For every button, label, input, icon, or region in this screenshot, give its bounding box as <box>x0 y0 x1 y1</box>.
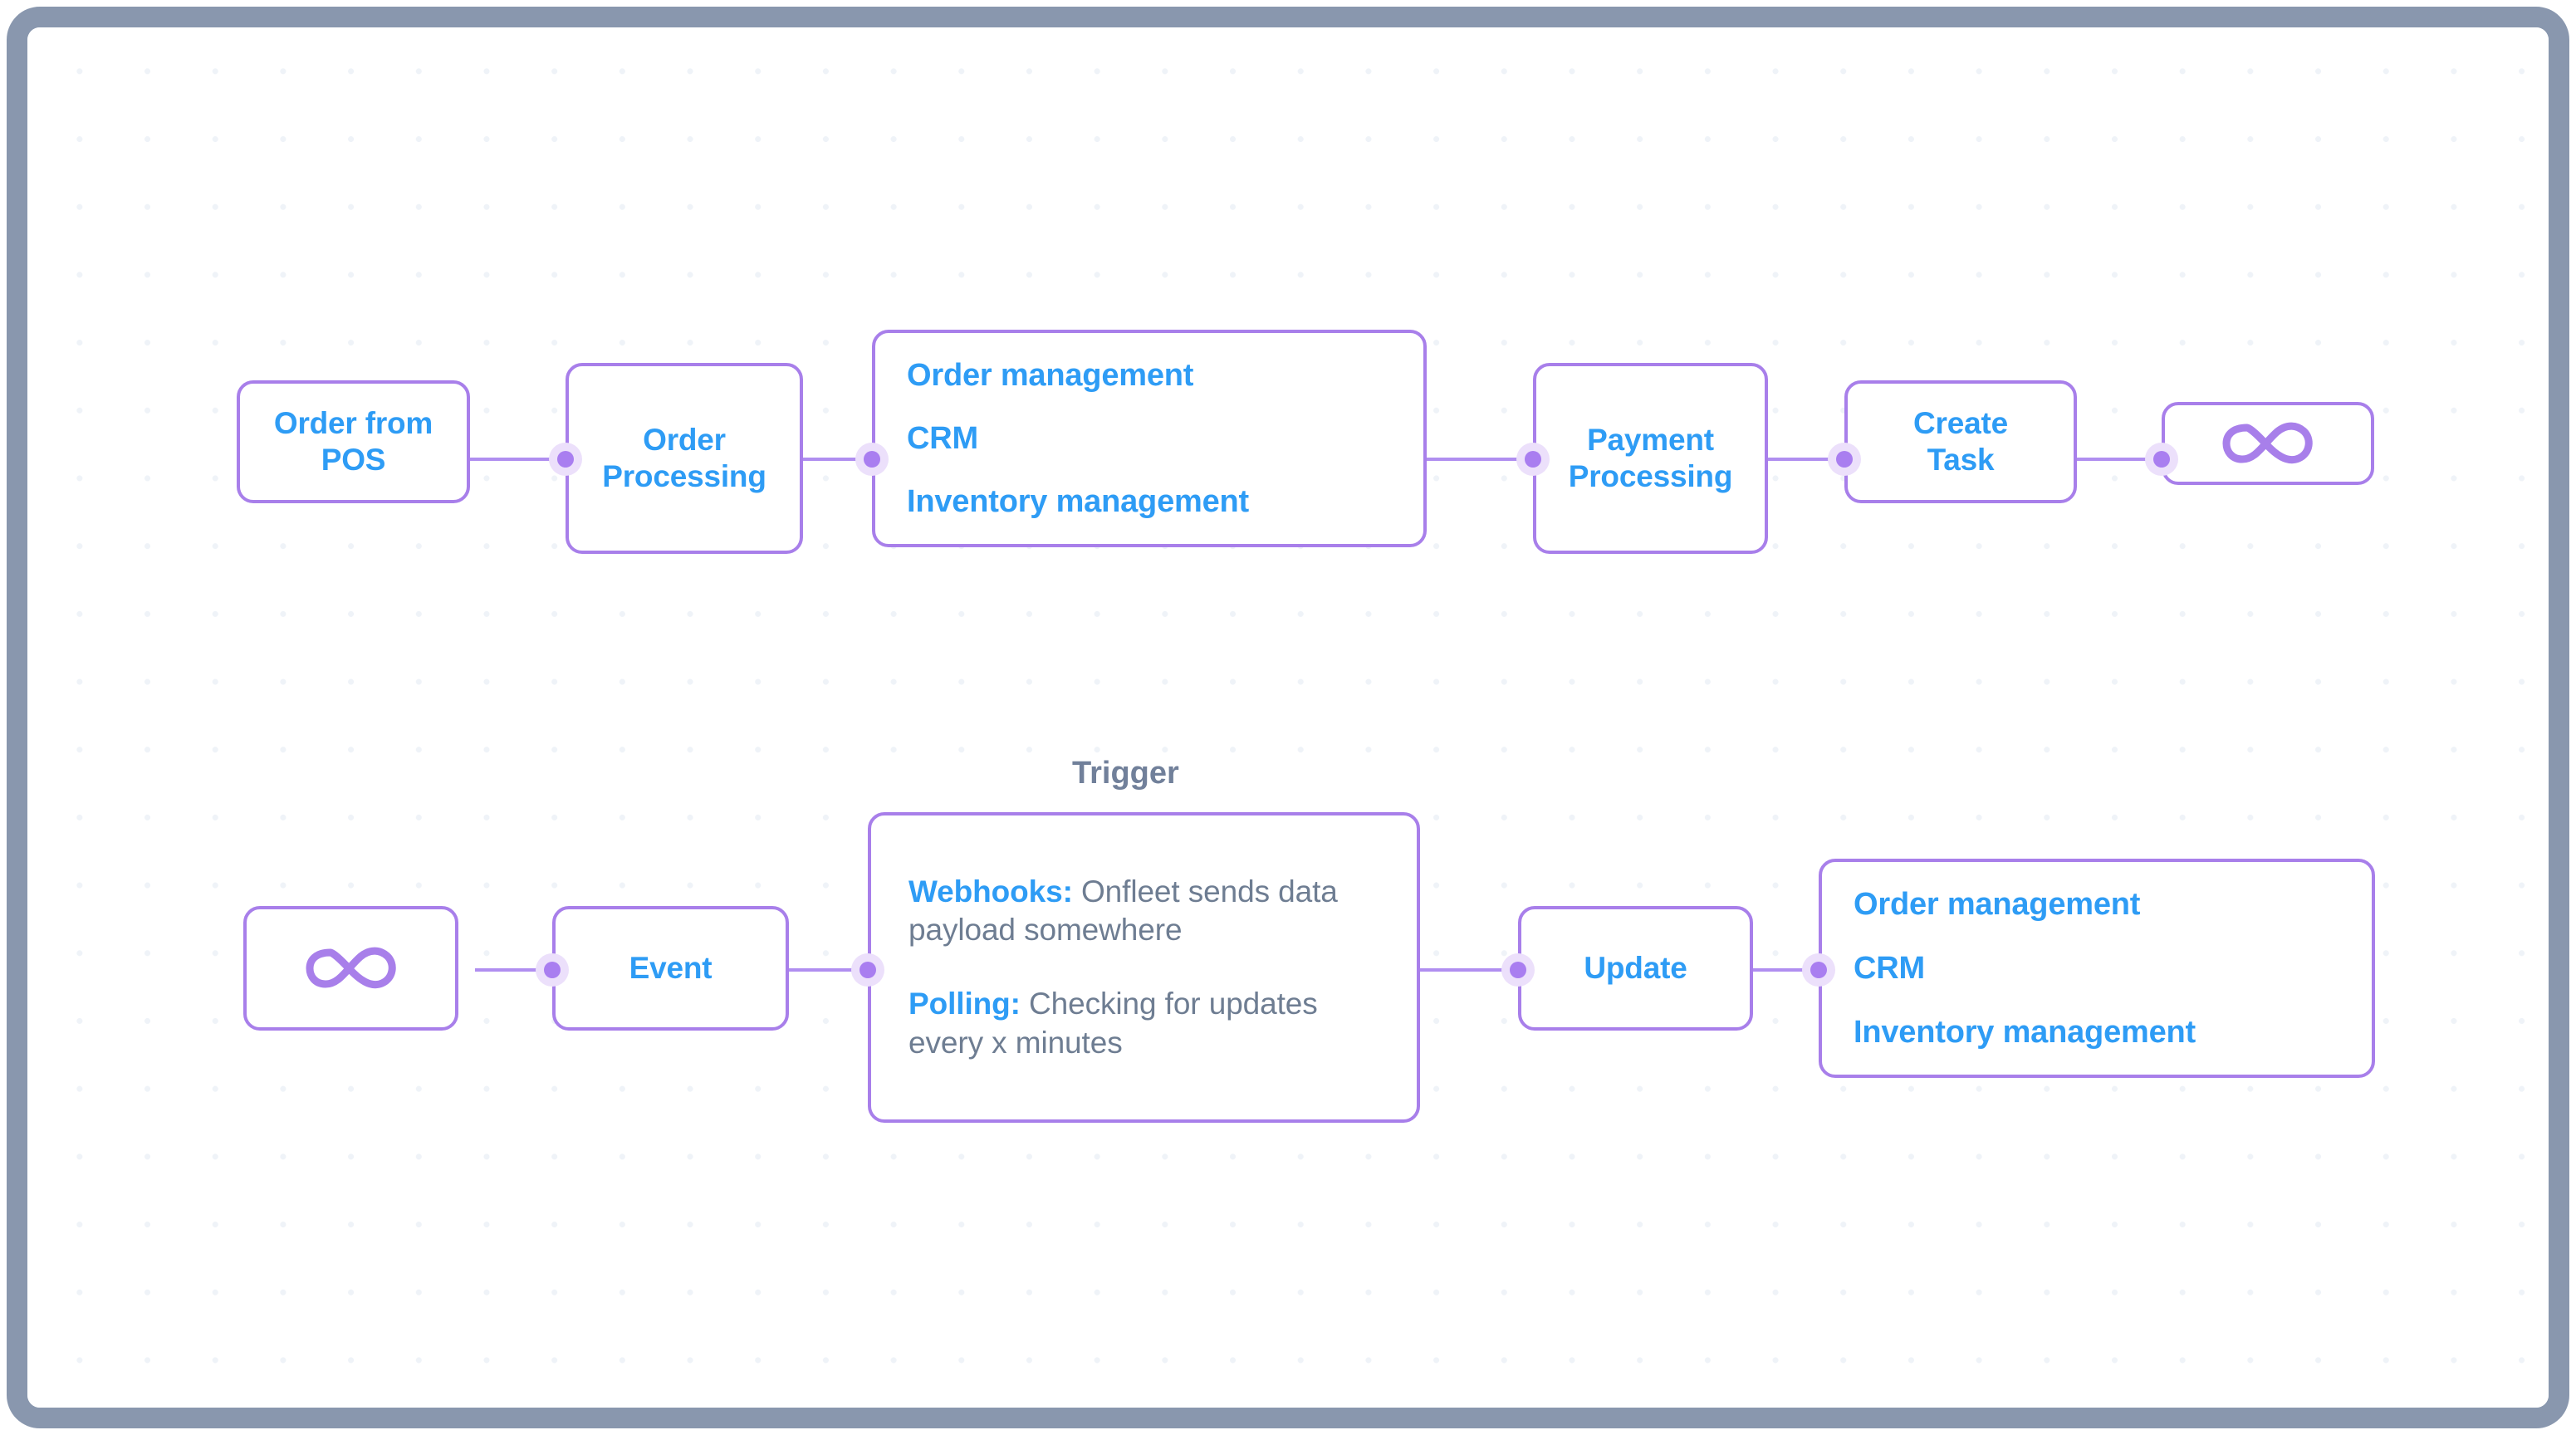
diagram-canvas: Order from POS Order Processing Order ma… <box>27 27 2549 1408</box>
node-event-label: Event <box>629 951 713 986</box>
connector-dot-onfleet-top[interactable] <box>2145 443 2178 476</box>
node-event[interactable]: Event <box>552 906 789 1031</box>
connector-event-to-trigger <box>785 968 886 972</box>
node-order-from-pos-label: Order from POS <box>273 406 433 477</box>
connector-payment-to-create-task <box>1738 458 1838 461</box>
connector-create-task-to-onfleet <box>2058 458 2157 461</box>
node-update[interactable]: Update <box>1518 906 1753 1031</box>
infinity-icon <box>302 943 400 994</box>
connector-dot-payment-processing[interactable] <box>1516 443 1550 476</box>
node-payment-processing[interactable]: Payment Processing <box>1533 363 1768 554</box>
node-systems-top[interactable]: Order management CRM Inventory managemen… <box>872 330 1427 547</box>
connector-dot-systems-bottom[interactable] <box>1802 953 1835 987</box>
node-systems-bottom-item-1: CRM <box>1854 951 1925 986</box>
connector-pos-to-order-processing <box>466 458 566 461</box>
node-order-processing-label: Order Processing <box>602 423 766 493</box>
node-order-from-pos[interactable]: Order from POS <box>237 380 470 503</box>
trigger-caption: Trigger <box>1072 756 1179 791</box>
outer-frame: Order from POS Order Processing Order ma… <box>7 7 2569 1428</box>
connector-trigger-to-update <box>1414 968 1524 972</box>
trigger-detail-polling: Polling: Checking for updates every x mi… <box>908 985 1375 1062</box>
trigger-detail-webhooks-label: Webhooks: <box>908 874 1073 909</box>
node-systems-bottom-item-2: Inventory management <box>1854 1015 2196 1050</box>
trigger-detail-polling-text: Checking for updates every x minutes <box>908 987 1318 1060</box>
infinity-icon <box>2219 418 2317 469</box>
node-systems-top-item-1: CRM <box>907 421 978 456</box>
connector-update-to-systems <box>1727 968 1835 972</box>
node-create-task[interactable]: Create Task <box>1844 380 2077 503</box>
connector-dot-create-task[interactable] <box>1828 443 1861 476</box>
trigger-detail-webhooks-text: Onfleet sends data payload somewhere <box>908 874 1338 948</box>
connector-onfleet-to-event <box>475 968 575 972</box>
node-systems-bottom[interactable]: Order management CRM Inventory managemen… <box>1819 859 2375 1078</box>
connector-dot-update[interactable] <box>1501 953 1535 987</box>
node-update-label: Update <box>1584 951 1687 986</box>
node-onfleet-logo-bottom[interactable] <box>243 906 458 1031</box>
connector-systems-to-payment <box>1423 458 1535 461</box>
node-systems-top-item-0: Order management <box>907 358 1194 393</box>
connector-dot-event[interactable] <box>536 953 569 987</box>
node-payment-processing-label: Payment Processing <box>1568 423 1733 493</box>
node-onfleet-logo-top[interactable] <box>2162 402 2374 485</box>
node-create-task-label: Create Task <box>1913 406 2008 477</box>
node-order-processing[interactable]: Order Processing <box>566 363 803 554</box>
connector-dot-systems-top[interactable] <box>855 443 889 476</box>
trigger-detail-polling-label: Polling: <box>908 987 1021 1021</box>
connector-dot-trigger-details[interactable] <box>851 953 884 987</box>
node-systems-top-item-2: Inventory management <box>907 484 1249 519</box>
connector-dot-order-processing[interactable] <box>549 443 582 476</box>
node-trigger-details[interactable]: Webhooks: Onfleet sends data payload som… <box>868 812 1420 1123</box>
dot-grid-canvas <box>27 27 2549 1408</box>
trigger-detail-webhooks: Webhooks: Onfleet sends data payload som… <box>908 873 1375 950</box>
connector-order-processing-to-systems <box>783 458 891 461</box>
node-systems-bottom-item-0: Order management <box>1854 887 2141 922</box>
